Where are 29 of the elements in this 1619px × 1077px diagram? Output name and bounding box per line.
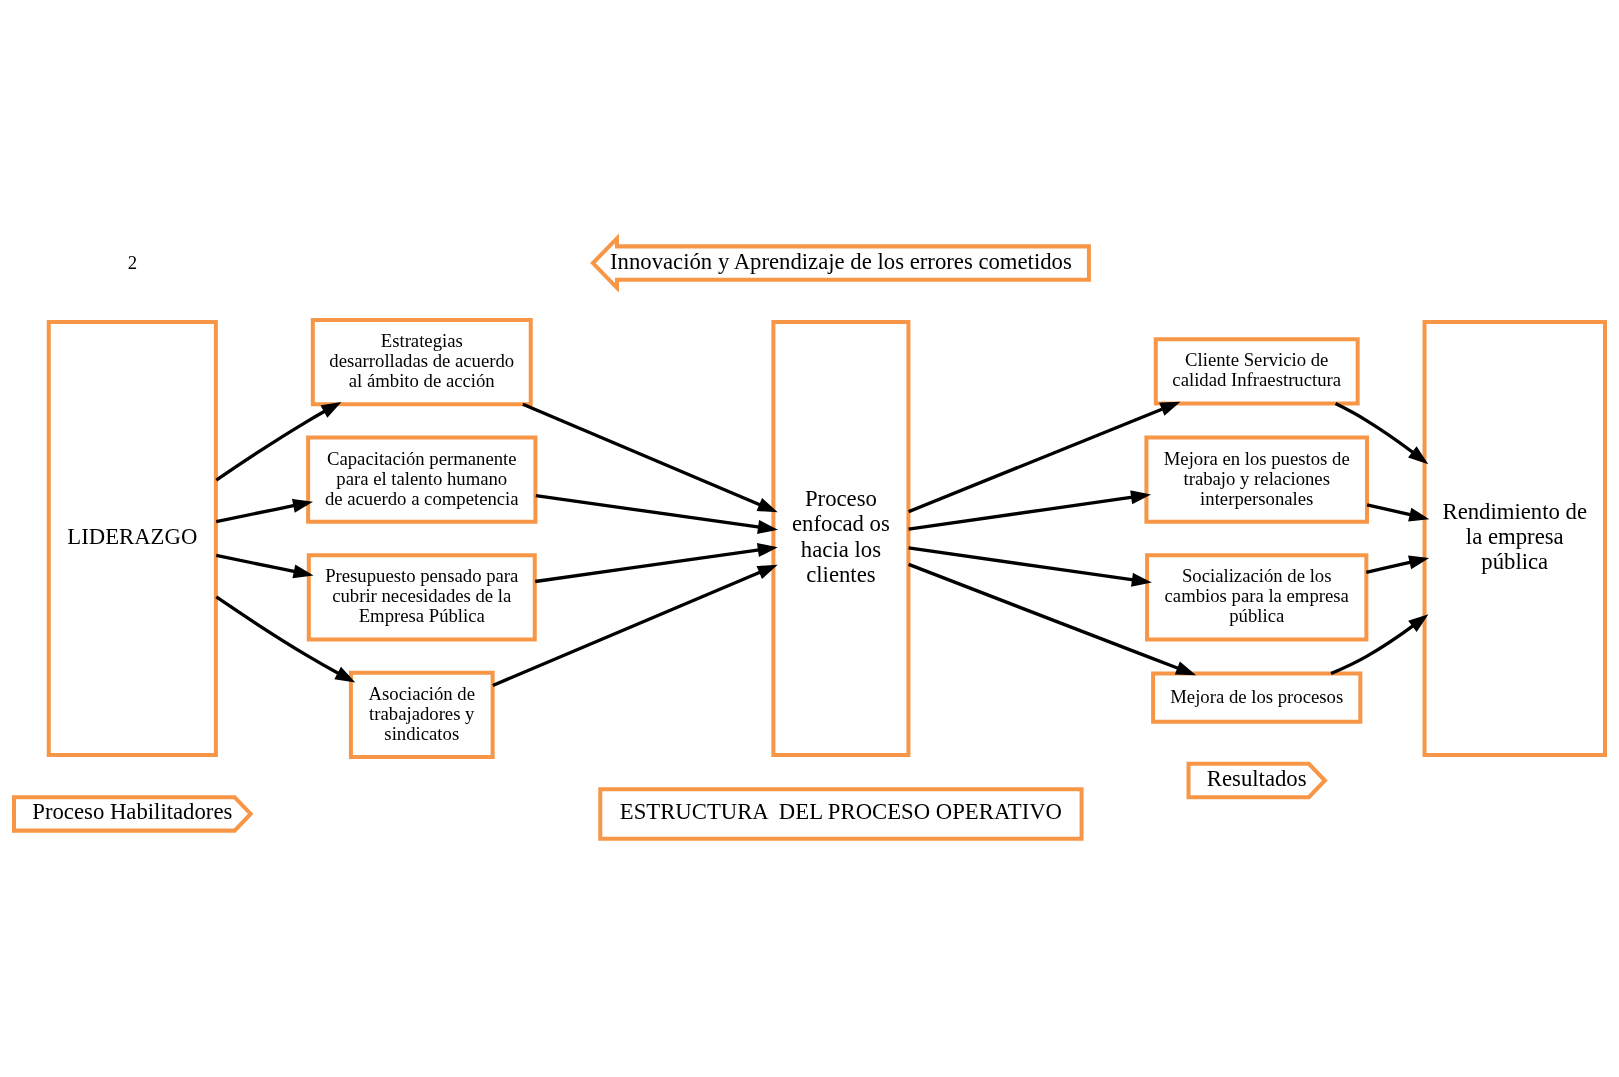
- arrow: [908, 546, 1152, 587]
- node-box: Capacitación permanente para el talento humano de acuerdo a competencia: [306, 435, 538, 524]
- node-box: Estrategias desarrolladas de acuerdo al ámbito de acción: [310, 317, 533, 407]
- arrow: [1366, 503, 1430, 522]
- arrow: [215, 401, 342, 482]
- arrow: [215, 553, 314, 579]
- arrow: [215, 595, 356, 683]
- node-box: ESTRUCTURA DEL PROCESO OPERATIVO: [598, 787, 1084, 841]
- label: 2: [127, 252, 137, 274]
- node-box: LIDERAZGO: [46, 319, 218, 758]
- arrow: [1334, 402, 1429, 465]
- arrow: [492, 564, 778, 687]
- arrow: [215, 498, 314, 524]
- arrow: [535, 493, 778, 534]
- arrow: [908, 401, 1181, 514]
- arrow: [535, 543, 778, 584]
- node-box: Rendimiento de la empresa pública: [1422, 319, 1607, 758]
- node-box: Mejora de los procesos: [1151, 671, 1363, 724]
- arrow: [1365, 555, 1430, 574]
- arrow: [908, 562, 1197, 676]
- node-box: Cliente Servicio de calidad Infraestructura: [1153, 337, 1360, 406]
- arrow: [908, 490, 1152, 531]
- node-box: Asociación de trabajadores y sindicatos: [348, 670, 495, 760]
- node-box: Proceso enfocad os hacia los clientes: [771, 319, 911, 758]
- node-box: Socialización de los cambios para la empresa pública: [1145, 553, 1369, 642]
- arrow: [1330, 614, 1429, 676]
- node-box: Mejora en los puestos de trabajo y relaciones interpersonales: [1144, 435, 1370, 524]
- node-box: Presupuesto pensado para cubrir necesidades de la Empresa Pública: [306, 553, 537, 642]
- arrow: [522, 402, 778, 513]
